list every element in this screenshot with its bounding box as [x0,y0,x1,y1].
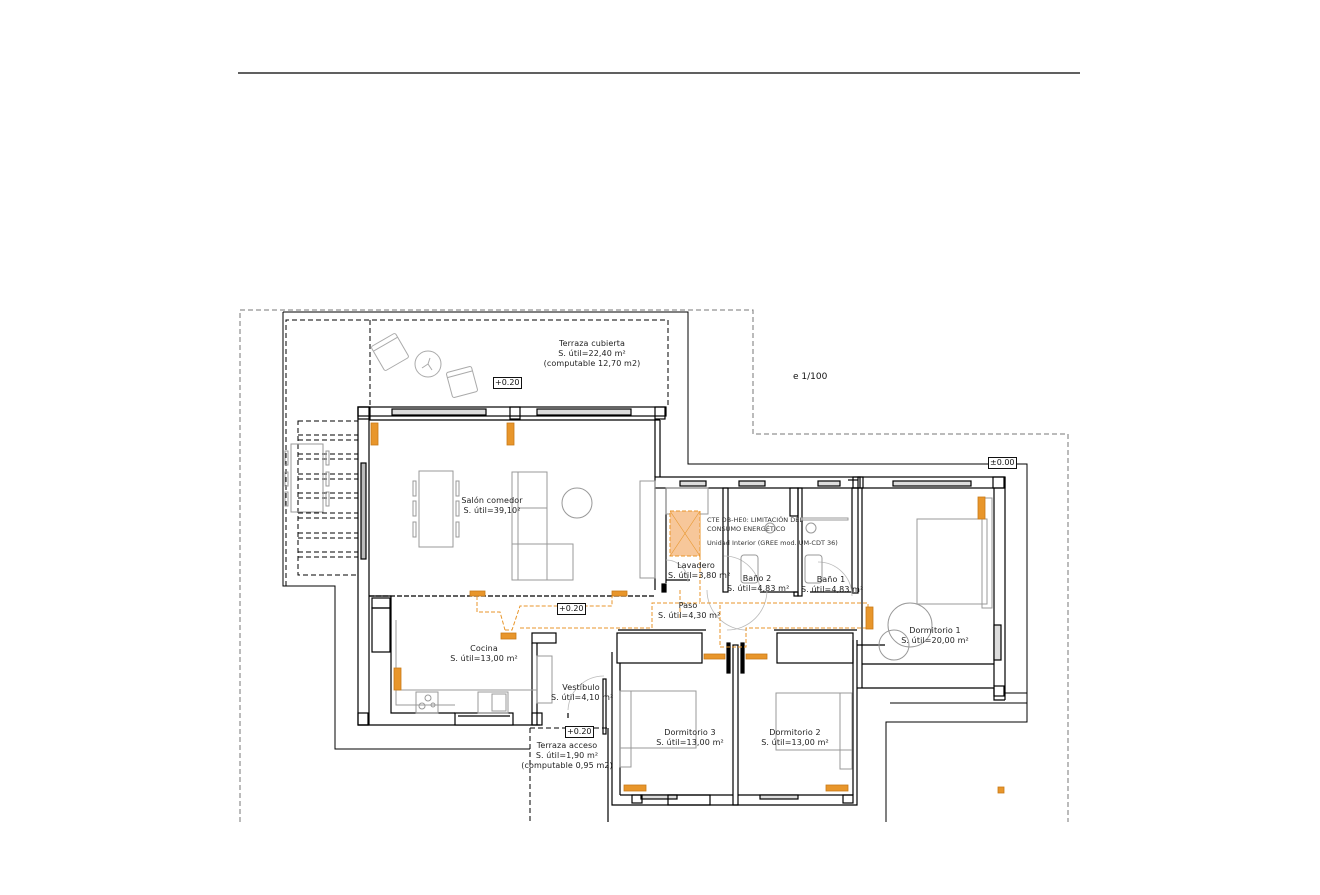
room-label-vestibulo: Vestíbulo S. útil=4,10 m² [551,683,614,703]
outdoor-table [284,443,330,513]
room-label-dormitorio-1: Dormitorio 1 S. útil=20,00 m² [900,626,970,646]
interior-furniture [395,470,993,770]
room-area: S. útil=20,00 m² [901,636,969,645]
platform-outline [282,311,1028,822]
room-name: Vestíbulo [562,683,600,692]
room-label-terraza-acceso: Terraza acceso S. útil=1,90 m² (computab… [519,741,615,771]
room-area: S. útil=3,80 m² [668,571,731,580]
room-area: S. útil=13,00 m² [450,654,518,663]
terraza-acceso-outline [529,727,608,822]
room-name: Paso [678,601,698,610]
scale-label: e 1/100 [793,372,828,382]
hvac-indoor-unit-icon [669,510,701,557]
room-name: Dormitorio 3 [664,728,716,737]
room-area: S. útil=13,00 m² [761,738,829,747]
room-computable: (computable 0,95 m2) [521,761,613,770]
level-marker-terraza-cubierta: +0.20 [493,377,522,389]
room-name: Lavadero [677,561,715,570]
room-computable: (computable 12,70 m2) [543,359,641,368]
room-label-paso: Paso S. útil=4,30 m² [658,601,721,621]
level-marker-exterior: ±0.00 [988,457,1017,469]
level-marker-interior: +0.20 [557,603,586,615]
walls [357,406,1006,806]
pergola-slats [297,420,359,576]
room-name: Dormitorio 1 [909,626,961,635]
room-name: Baño 2 [742,574,772,583]
cte-unit: Unidad Interior (GREE mod. UM-CDT 36) [707,539,838,547]
room-name: Terraza acceso [536,741,598,750]
room-label-dormitorio-2: Dormitorio 2 S. útil=13,00 m² [757,728,833,748]
room-area: S. útil=4,83 m² [727,584,790,593]
room-area: S. útil=4,30 m² [658,611,721,620]
level-marker-terraza-acceso: +0.20 [565,726,594,738]
room-name: Salón comedor [461,496,523,505]
room-area: S. útil=4,83 m² [801,585,864,594]
cte-title-line1: CTE DB-HE0: LIMITACIÓN DEL [707,516,803,524]
room-name: Baño 1 [816,575,846,584]
cte-annotation: CTE DB-HE0: LIMITACIÓN DEL CONSUMO ENERG… [707,516,838,548]
room-area: S. útil=1,90 m² [535,751,599,760]
room-label-bano-2: Baño 2 S. útil=4,83 m² [727,574,790,594]
room-area: S. útil=13,00 m² [656,738,724,747]
room-label-lavadero: Lavadero S. útil=3,80 m² [668,561,731,581]
plot-boundary [239,309,1069,822]
room-label-salon-comedor: Salón comedor S. útil=39,10² [452,496,532,516]
terraza-cubierta-outline [285,319,669,586]
room-label-cocina: Cocina S. útil=13,00 m² [449,644,519,664]
terrace-furniture [371,333,478,398]
hvac-grilles [370,422,1005,794]
room-label-terraza-cubierta: Terraza cubierta S. útil=22,40 m² (compu… [532,339,652,369]
cte-title-line2: CONSUMO ENERGÉTICO [707,525,786,533]
room-label-dormitorio-3: Dormitorio 3 S. útil=13,00 m² [652,728,728,748]
room-area: S. útil=39,10² [463,506,521,515]
room-area: S. útil=22,40 m² [558,349,626,358]
room-area: S. útil=4,10 m² [551,693,614,702]
room-label-bano-1: Baño 1 S. útil=4,83 m² [801,575,864,595]
door-swings [567,555,853,711]
room-name: Dormitorio 2 [769,728,821,737]
room-name: Cocina [470,644,498,653]
room-name: Terraza cubierta [558,339,626,348]
